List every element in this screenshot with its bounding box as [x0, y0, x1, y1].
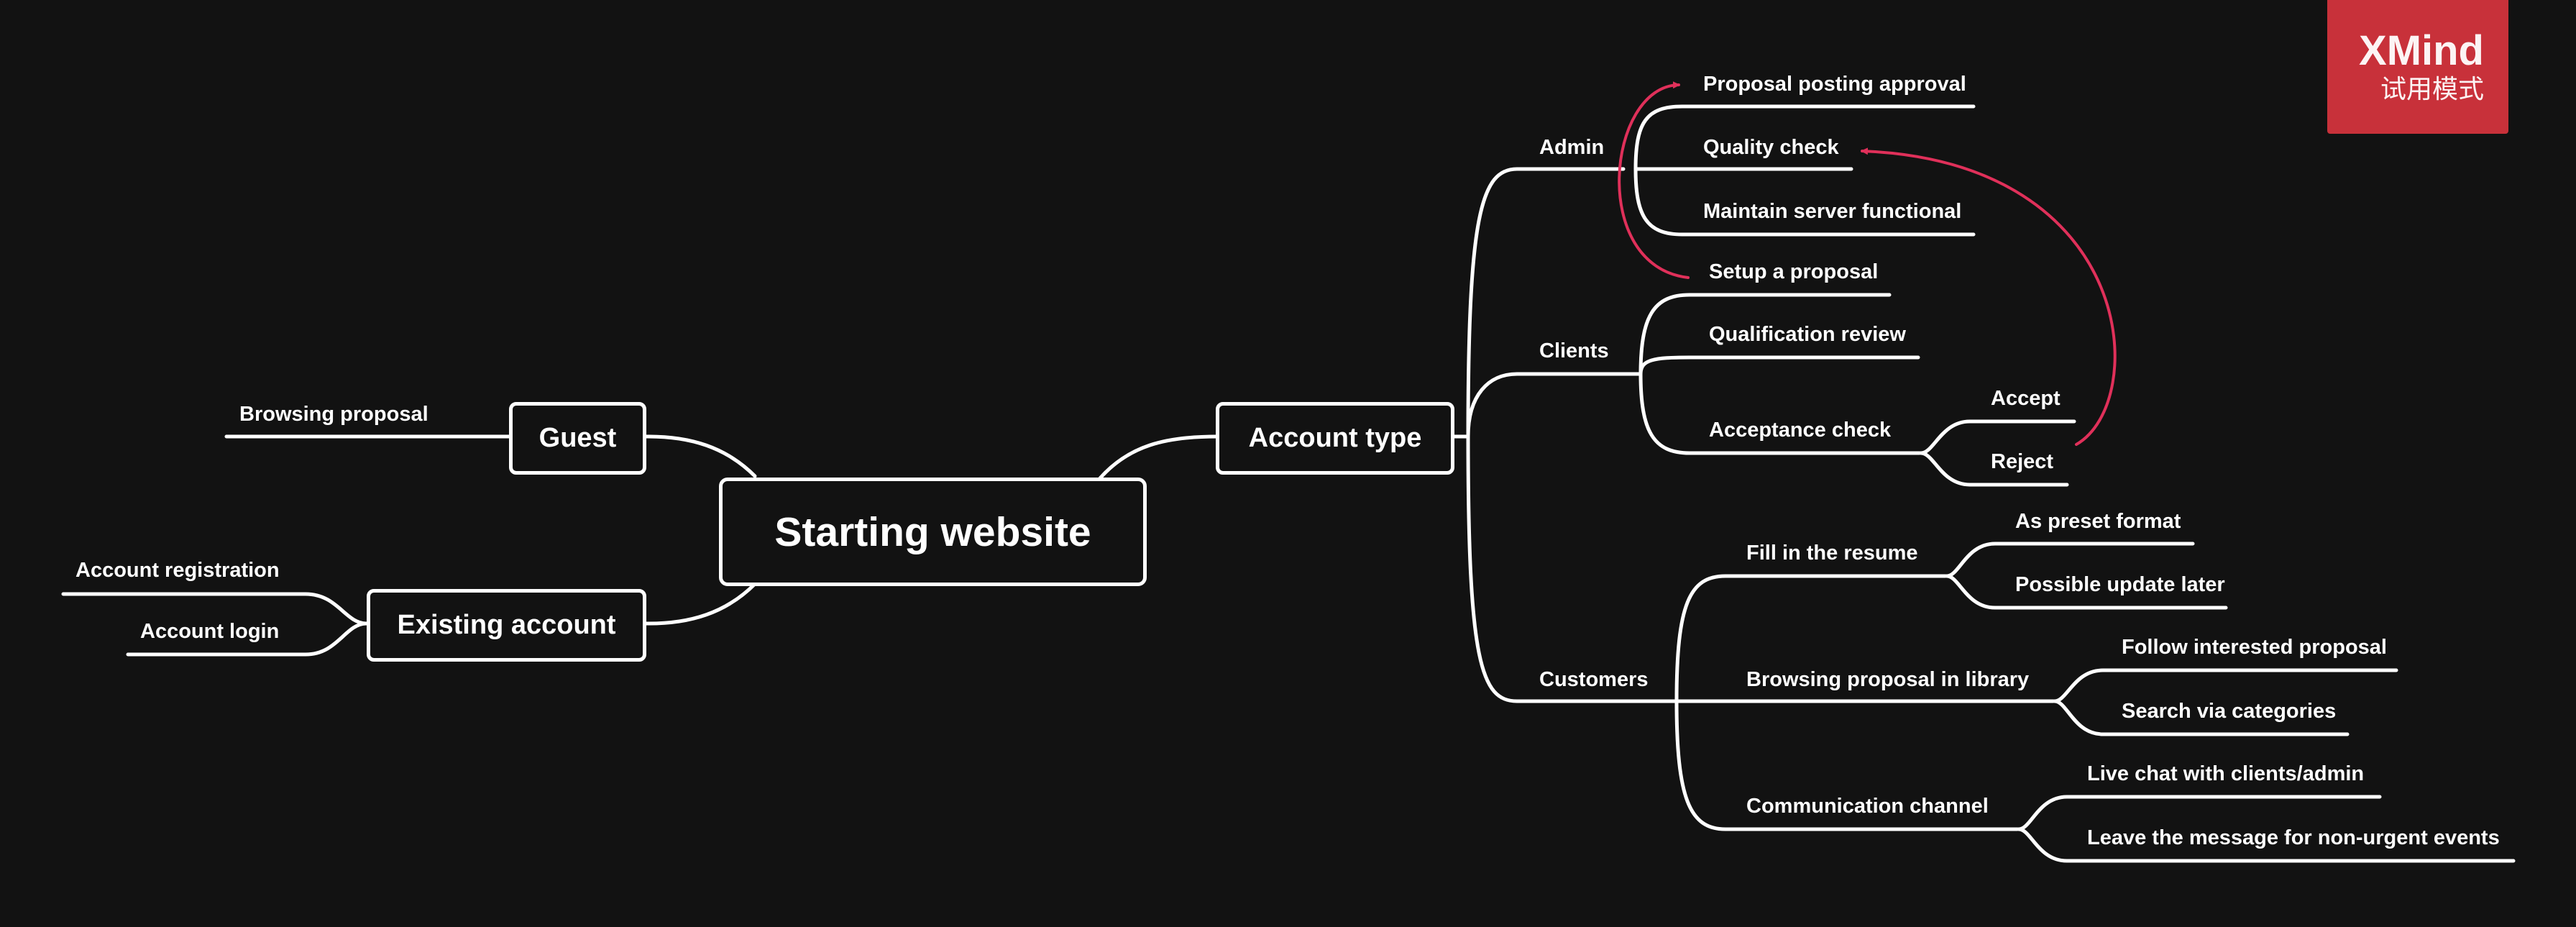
item-qualification-review[interactable]: Qualification review — [1709, 323, 1906, 346]
link-admin-approval — [1633, 104, 1976, 171]
item-possible-update-later[interactable]: Possible update later — [2015, 573, 2225, 596]
link-library-search — [2053, 699, 2350, 736]
link-existing-registration — [61, 592, 369, 626]
link-channel-livechat — [2017, 795, 2382, 831]
link-account-customers — [1466, 434, 1677, 703]
link-root-account — [1098, 434, 1219, 480]
subtopic-customers[interactable]: Customers — [1539, 668, 1649, 691]
item-accept[interactable]: Accept — [1991, 387, 2061, 410]
topic-guest-label: Guest — [538, 423, 617, 453]
subtopic-browsing-proposal[interactable]: Browsing proposal — [239, 403, 428, 426]
link-clients-qualification — [1638, 355, 1920, 376]
link-acceptance-reject — [1919, 451, 2069, 487]
item-communication-channel[interactable]: Communication channel — [1746, 795, 1989, 818]
item-fill-in-the-resume[interactable]: Fill in the resume — [1746, 542, 1918, 565]
link-clients-acceptance — [1638, 372, 1922, 455]
item-leave-the-message[interactable]: Leave the message for non-urgent events — [2087, 826, 2500, 849]
xmind-logo: XMind — [2359, 27, 2484, 74]
topic-account-type[interactable]: Account type — [1216, 402, 1454, 475]
link-acceptance-accept — [1919, 419, 2076, 455]
item-reject[interactable]: Reject — [1991, 450, 2054, 473]
link-clients-setup — [1638, 293, 1892, 376]
link-account-admin — [1466, 167, 1626, 439]
topic-existing-account-label: Existing account — [397, 610, 616, 640]
link-resume-preset — [1945, 542, 2195, 578]
xmind-trial-watermark: XMind 试用模式 — [2327, 0, 2508, 134]
link-root-guest — [643, 434, 757, 478]
item-live-chat[interactable]: Live chat with clients/admin — [2087, 762, 2365, 785]
item-follow-interested-proposal[interactable]: Follow interested proposal — [2122, 636, 2387, 659]
item-setup-a-proposal[interactable]: Setup a proposal — [1709, 260, 1879, 283]
link-customers-channel — [1674, 699, 2020, 831]
item-maintain-server-functional[interactable]: Maintain server functional — [1703, 200, 1962, 223]
subtopic-admin[interactable]: Admin — [1539, 136, 1605, 159]
subtopic-clients[interactable]: Clients — [1539, 339, 1609, 362]
link-admin-server — [1633, 167, 1976, 237]
topic-account-type-label: Account type — [1248, 423, 1422, 453]
link-library-follow — [2053, 668, 2398, 703]
topic-existing-account[interactable]: Existing account — [367, 589, 646, 662]
root-topic[interactable]: Starting website — [719, 478, 1147, 586]
link-account-clients — [1466, 372, 1641, 439]
root-topic-label: Starting website — [774, 508, 1091, 555]
trial-mode-label: 试用模式 — [2380, 74, 2484, 104]
topic-guest[interactable]: Guest — [509, 402, 646, 475]
item-acceptance-check[interactable]: Acceptance check — [1709, 419, 1892, 442]
link-resume-update — [1945, 574, 2228, 610]
link-existing-login — [126, 621, 369, 657]
link-customers-resume — [1674, 574, 1948, 703]
subtopic-account-login[interactable]: Account login — [140, 620, 280, 643]
relationship-reject-to-quality — [1861, 147, 2117, 446]
item-browsing-proposal-in-library[interactable]: Browsing proposal in library — [1746, 668, 2030, 691]
item-as-preset-format[interactable]: As preset format — [2015, 510, 2181, 533]
subtopic-account-registration[interactable]: Account registration — [75, 559, 280, 582]
item-search-via-categories[interactable]: Search via categories — [2122, 700, 2337, 723]
item-proposal-posting-approval[interactable]: Proposal posting approval — [1703, 73, 1966, 96]
item-quality-check[interactable]: Quality check — [1703, 136, 1839, 159]
link-root-existing — [643, 582, 757, 626]
relationship-setup-to-approval — [1618, 81, 1690, 279]
link-channel-message — [2017, 827, 2516, 863]
